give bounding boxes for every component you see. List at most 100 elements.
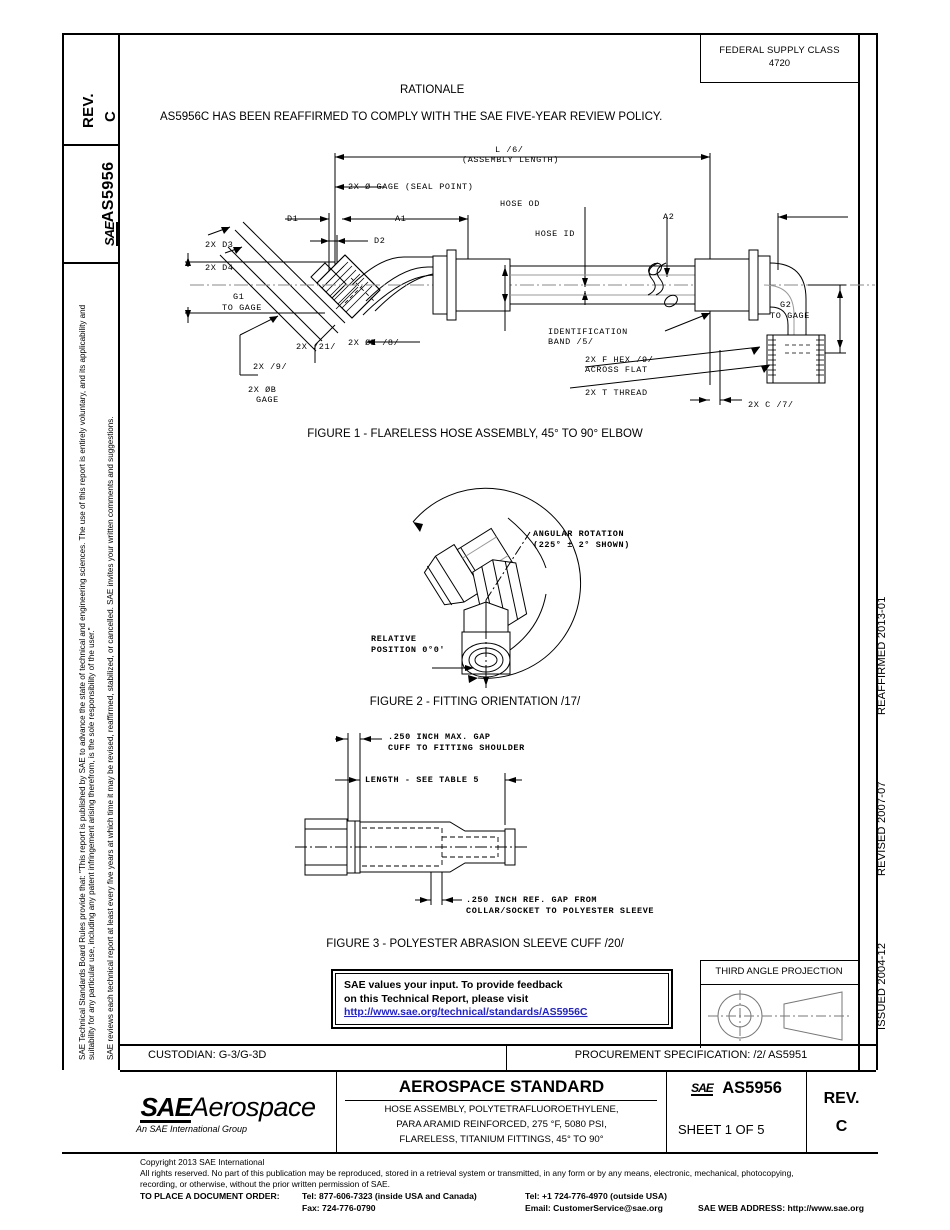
doc-number-cell: SAE AS5956 (667, 1079, 806, 1098)
label-relative-position-2: POSITION 0°0' (371, 645, 446, 655)
feedback-line1: SAE values your input. To provide feedba… (344, 979, 563, 991)
sidebar-doc-number: SAEAS5956 (100, 161, 119, 246)
label-max-gap-1: .250 INCH MAX. GAP (388, 732, 491, 742)
label-note9: 2X /9/ (253, 362, 288, 372)
label-g2-line2: TO GAGE (770, 311, 810, 321)
frame-right-outer (876, 33, 878, 1070)
figure2-drawing (412, 487, 582, 688)
sidebar-rev-value: C (102, 111, 119, 122)
label-ref-gap-2: COLLAR/SOCKET TO POLYESTER SLEEVE (466, 906, 655, 916)
figure1-drawing (185, 153, 875, 405)
footer-tel-outside: Tel: +1 724-776-4970 (outside USA) (525, 1191, 667, 1201)
fsc-label: FEDERAL SUPPLY CLASS (719, 45, 840, 56)
figure1-caption: FIGURE 1 - FLARELESS HOSE ASSEMBLY, 45° … (307, 428, 643, 440)
third-angle-projection-symbol (708, 990, 852, 1042)
titleblock-div-2 (666, 1070, 667, 1152)
sidebar-rev-label: REV. (80, 93, 97, 128)
label-f-hex-1: 2X F HEX /9/ (585, 355, 654, 365)
label-relative-position-1: RELATIVE (371, 634, 417, 644)
label-note21: 2X /21/ (296, 342, 336, 352)
label-a2: A2 (663, 212, 675, 222)
titleblock-mid-rule (120, 1070, 876, 1072)
footer-order-label: TO PLACE A DOCUMENT ORDER: (140, 1191, 280, 1201)
label-d2: D2 (374, 236, 386, 246)
label-f-hex-2: ACROSS FLAT (585, 365, 648, 375)
label-g1-line1: G1 (233, 292, 245, 302)
label-assembly-length-2: (ASSEMBLY LENGTH) (462, 155, 559, 165)
frame-left-inner (118, 33, 120, 1070)
footer-fax: Fax: 724-776-0790 (302, 1203, 376, 1213)
titleblock-div-1 (336, 1070, 337, 1152)
frame-left-outer (62, 33, 64, 1070)
footer-tel-inside: Tel: 877-606-7323 (inside USA and Canada… (302, 1191, 477, 1201)
projection-box-top (700, 960, 858, 961)
label-assembly-length-1: L /6/ (495, 145, 524, 155)
sidebar-issued: ISSUED 2004-12 (876, 942, 888, 1030)
feedback-line2: on this Technical Report, please visit (344, 992, 529, 1005)
sidebar-revised: REVISED 2007-07 (876, 781, 888, 876)
fsc-value: 4720 (768, 58, 791, 69)
aerospace-wordmark: Aerospace (190, 1092, 316, 1122)
desc-line1: HOSE ASSEMBLY, POLYTETRAFLUOROETHYLENE, (384, 1104, 619, 1115)
standard-title: AEROSPACE STANDARD (398, 1077, 605, 1096)
label-d3: 2X D3 (205, 240, 234, 250)
label-angular-rotation-1: ANGULAR ROTATION (533, 529, 625, 539)
label-g1-line2: TO GAGE (222, 303, 262, 313)
logo-subtitle: An SAE International Group (136, 1124, 248, 1134)
footer-web: SAE WEB ADDRESS: http://www.sae.org (698, 1203, 864, 1213)
desc-line3: FLARELESS, TITANIUM FITTINGS, 45° TO 90° (399, 1134, 604, 1145)
figure3-caption: FIGURE 3 - POLYESTER ABRASION SLEEVE CUF… (326, 938, 624, 950)
docnum-box-divider (62, 262, 120, 264)
footer-copyright: Copyright 2013 SAE International (140, 1157, 265, 1167)
footer-email: Email: CustomerService@sae.org (525, 1203, 663, 1213)
label-g2-line1: G2 (780, 300, 792, 310)
label-length-table: LENGTH - SEE TABLE 5 (365, 775, 480, 785)
label-hose-id: HOSE ID (535, 229, 575, 239)
label-d1: D1 (287, 214, 299, 224)
rationale-body: AS5956C HAS BEEN REAFFIRMED TO COMPLY WI… (160, 111, 663, 123)
custodian-divider (506, 1044, 507, 1070)
figure2-caption: FIGURE 2 - FITTING ORIENTATION /17/ (369, 696, 581, 708)
doc-number: AS5956 (722, 1079, 782, 1097)
label-c-note: 2X C /7/ (748, 400, 794, 410)
footer-rights-1: All rights reserved. No part of this pub… (140, 1168, 794, 1178)
desc-line2: PARA ARAMID REINFORCED, 275 °F, 5080 PSI… (396, 1119, 607, 1130)
titleblock-rev-value: C (835, 1118, 848, 1135)
figure3-drawing (295, 733, 530, 905)
custodian-text: CUSTODIAN: G-3/G-3D (148, 1049, 267, 1061)
projection-title: THIRD ANGLE PROJECTION (715, 966, 843, 977)
label-dia-b-2: GAGE (256, 395, 279, 405)
label-a1: A1 (395, 214, 407, 224)
label-dia-e: 2X ØE /8/ (348, 338, 400, 348)
projection-box-left (700, 960, 701, 1048)
sae-logo-icon-small: SAE (691, 1081, 714, 1097)
titleblock-rev-label: REV. (823, 1090, 860, 1107)
frame-right-inner (858, 33, 860, 1070)
rev-box-divider (62, 144, 120, 146)
label-max-gap-2: CUFF TO FITTING SHOULDER (388, 743, 525, 753)
frame-top (62, 33, 878, 35)
label-dia-b-1: 2X ØB (248, 385, 277, 395)
feedback-box: SAE values your input. To provide feedba… (331, 969, 673, 1029)
procurement-text: PROCUREMENT SPECIFICATION: /2/ AS5951 (574, 1049, 808, 1061)
titleblock-top-rule (120, 1044, 876, 1046)
sheet-number: SHEET 1 OF 5 (678, 1122, 765, 1137)
label-t-thread: 2X T THREAD (585, 388, 648, 398)
sae-logo-icon: SAE (140, 1092, 192, 1123)
rationale-title: RATIONALE (400, 84, 465, 96)
feedback-link[interactable]: http://www.sae.org/technical/standards/A… (344, 1006, 588, 1018)
label-angular-rotation-2: (225° ± 2° SHOWN) (533, 540, 630, 550)
titleblock-title-rule (345, 1100, 657, 1101)
label-ident-band-1: IDENTIFICATION (548, 327, 628, 337)
sae-aerospace-logo: SAEAerospace An SAE International Group (120, 1070, 336, 1152)
sae-logo-icon: SAE (102, 222, 119, 246)
footer-rights-2: recording, or otherwise, without the pri… (140, 1179, 390, 1189)
projection-title-divider (700, 984, 858, 985)
federal-supply-class-box: FEDERAL SUPPLY CLASS 4720 (700, 35, 858, 83)
label-gage-seal-point: 2X Ø GAGE (SEAL POINT) (348, 182, 474, 192)
label-ident-band-2: BAND /5/ (548, 337, 594, 347)
titleblock-div-3 (806, 1070, 807, 1152)
frame-bottom (62, 1152, 878, 1154)
label-ref-gap-1: .250 INCH REF. GAP FROM (466, 895, 598, 905)
